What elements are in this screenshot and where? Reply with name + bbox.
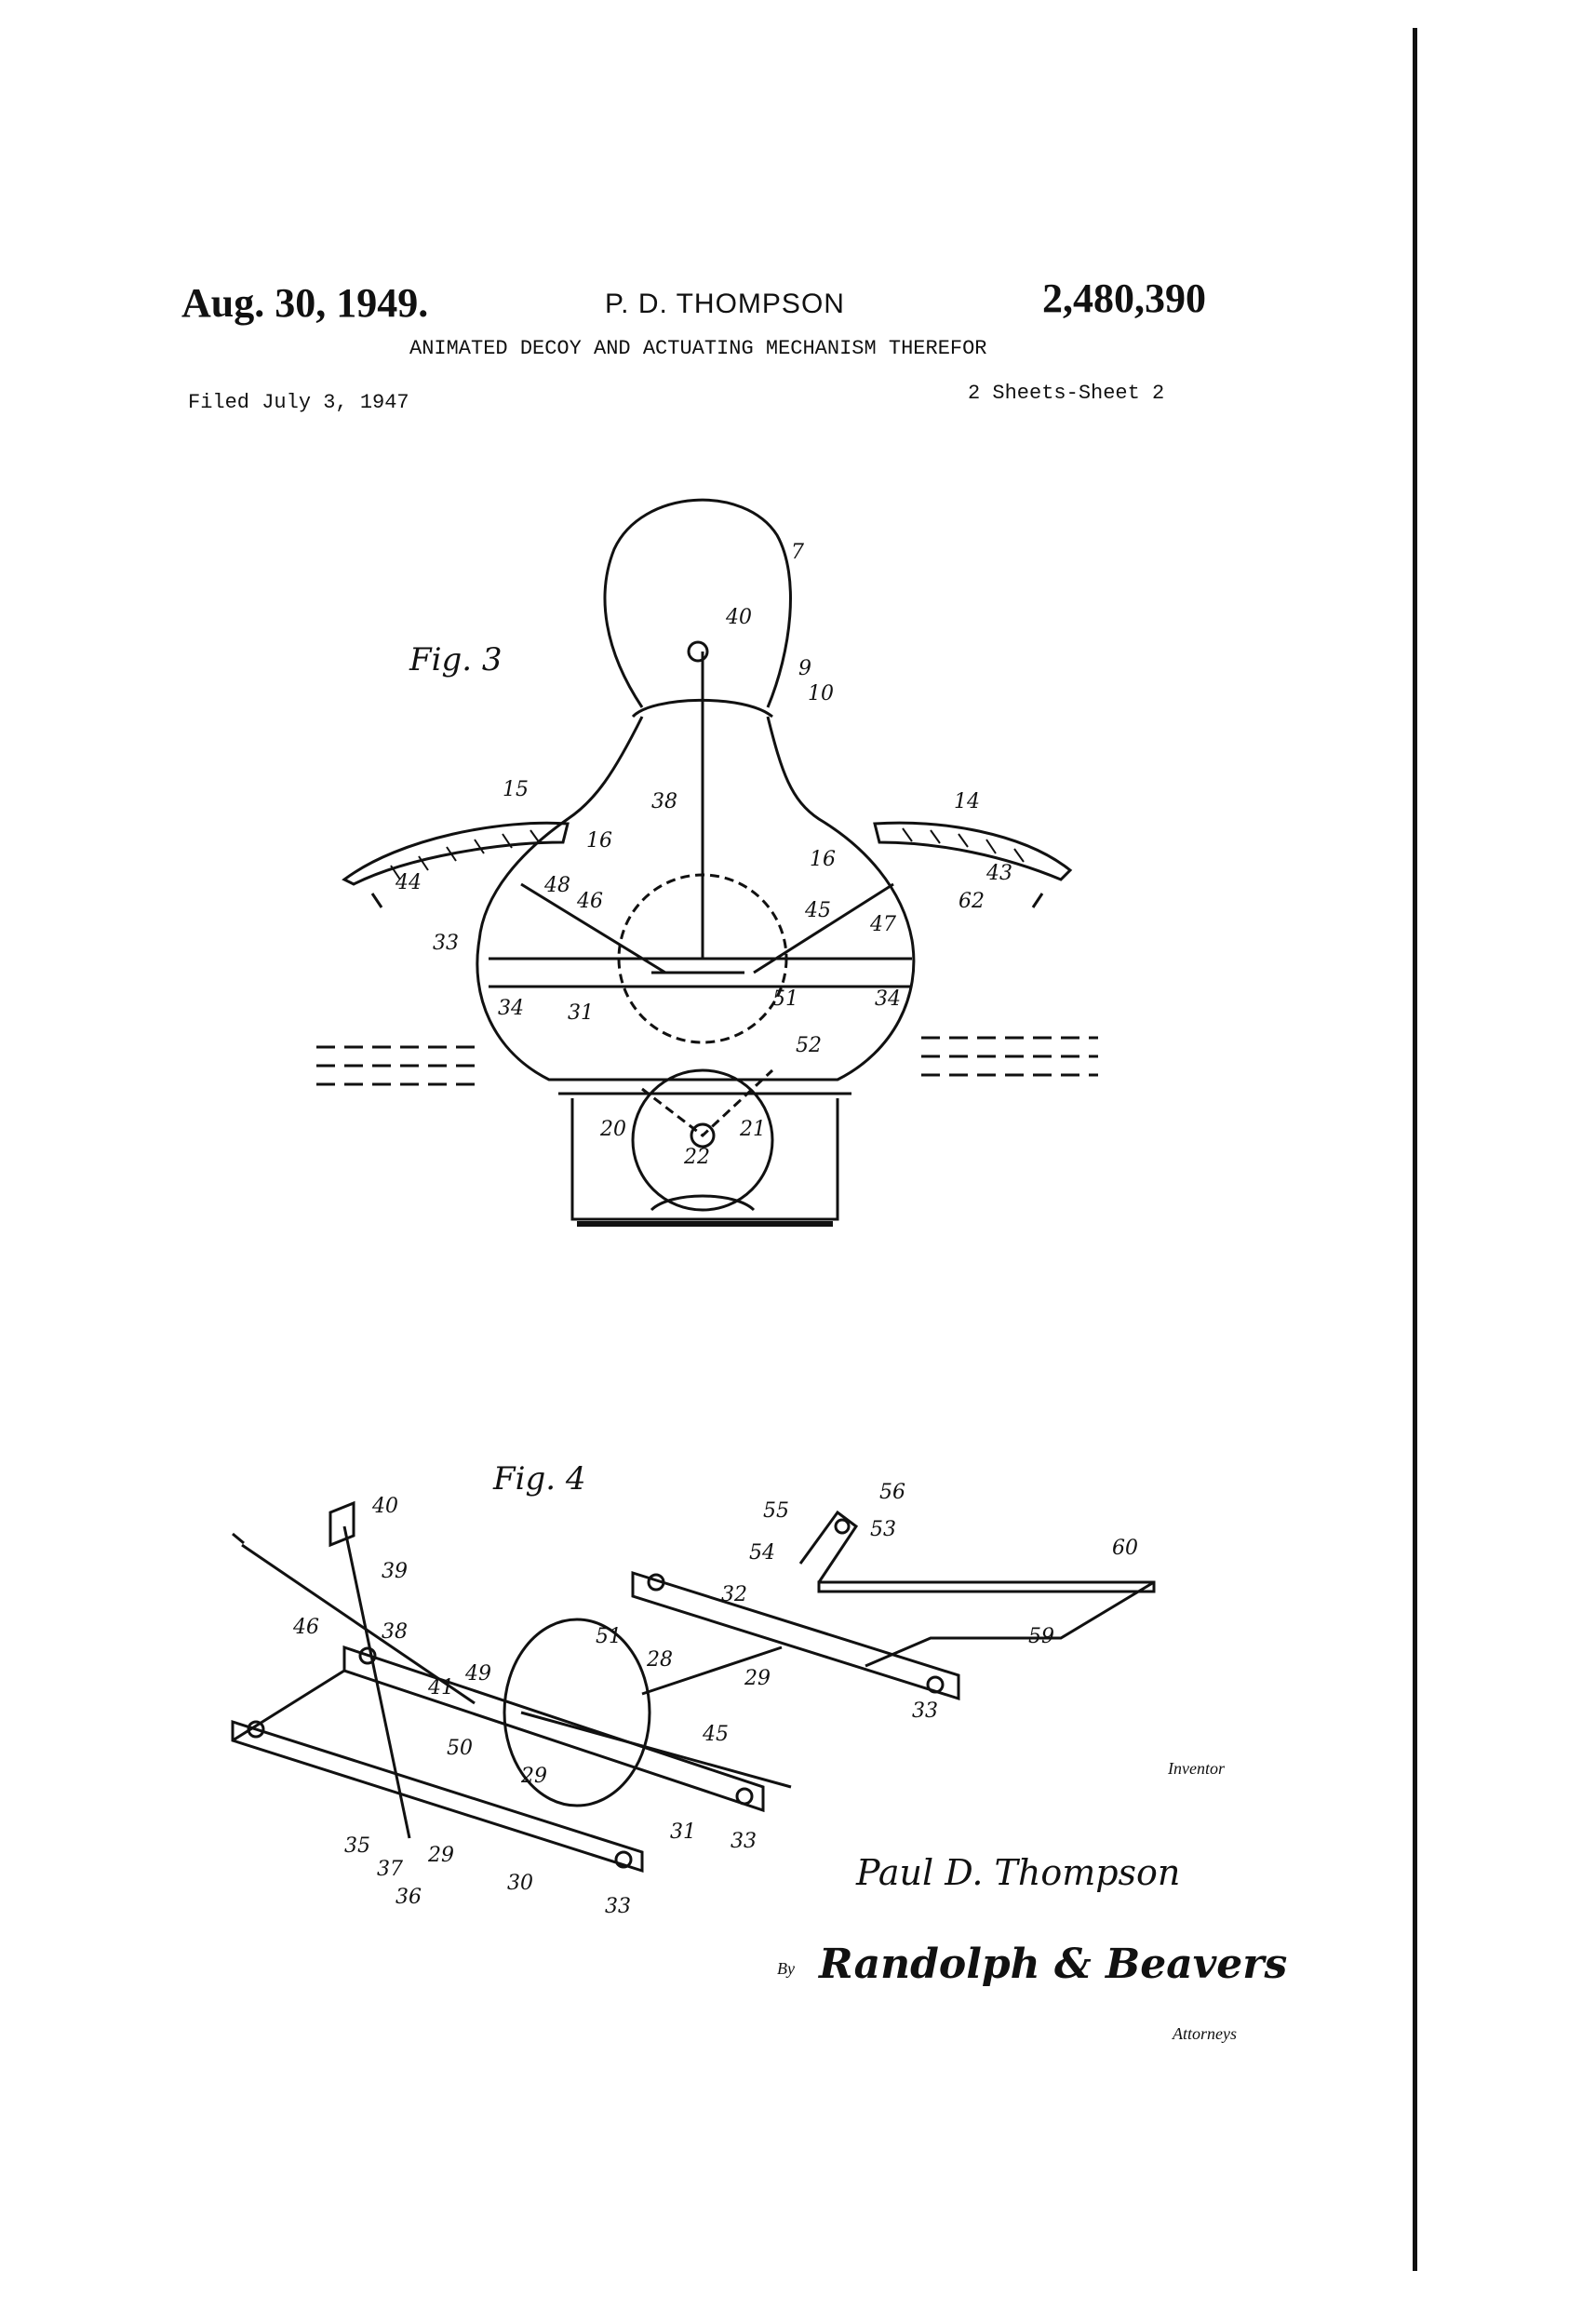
ref-label: 16 [586, 829, 612, 853]
ref-label: 31 [568, 1001, 594, 1025]
ref-label: 31 [670, 1820, 696, 1844]
ref-label: 55 [763, 1499, 789, 1523]
ref-label: 60 [1112, 1537, 1138, 1560]
ref-label: 38 [382, 1620, 408, 1644]
ref-label: 22 [683, 1146, 710, 1169]
ref-label: 33 [605, 1895, 631, 1917]
ref-label: 37 [377, 1858, 403, 1881]
ref-label: 21 [739, 1118, 766, 1141]
ref-label: 10 [808, 682, 834, 705]
ref-label: 20 [599, 1118, 626, 1141]
page-border-rule [1413, 28, 1417, 2271]
ref-label: 30 [507, 1872, 533, 1895]
ref-label: 33 [731, 1830, 757, 1853]
ref-label: 7 [791, 541, 804, 564]
ref-label: 44 [395, 871, 422, 894]
ref-label: 52 [796, 1034, 822, 1057]
ref-label: 56 [879, 1481, 905, 1504]
ref-label: 40 [725, 606, 752, 629]
ref-label: 14 [954, 790, 980, 813]
ref-label: 38 [651, 790, 677, 813]
ref-label: 33 [433, 932, 459, 955]
inventor-signature: Paul D. Thompson [856, 1852, 1181, 1893]
ref-label: 39 [382, 1560, 408, 1583]
figure-3-drawing: Fig. 3 7 40 9 10 15 14 38 16 16 44 48 46… [316, 498, 1098, 1227]
inventor-label: Inventor [1168, 1759, 1225, 1778]
ref-label: 51 [596, 1625, 622, 1648]
ref-label: 45 [702, 1723, 729, 1746]
sheet-count: 2 Sheets-Sheet 2 [968, 382, 1165, 405]
ref-label: 16 [810, 848, 836, 871]
ref-label: 53 [870, 1518, 896, 1541]
ref-label: 29 [744, 1667, 771, 1690]
ref-label: 46 [576, 890, 603, 913]
ref-label: 47 [869, 913, 896, 936]
ref-label: 36 [396, 1886, 422, 1909]
inventor-name-header: P. D. THOMPSON [605, 289, 845, 319]
ref-label: 9 [798, 657, 811, 680]
by-label: By [777, 1959, 795, 1978]
filed-date: Filed July 3, 1947 [188, 391, 409, 414]
patent-number: 2,480,390 [1042, 275, 1206, 321]
ref-label: 29 [427, 1844, 454, 1867]
attorneys-signature: Randolph & Beavers [819, 1941, 1288, 1988]
patent-title: ANIMATED DECOY AND ACTUATING MECHANISM T… [409, 337, 987, 360]
ref-label: 62 [959, 890, 985, 913]
ref-label: 32 [721, 1583, 747, 1606]
ref-label: 48 [543, 874, 570, 897]
fig3-label: Fig. 3 [409, 641, 502, 678]
ref-label: 29 [520, 1765, 547, 1788]
ref-label: 33 [912, 1699, 938, 1723]
ref-label: 34 [498, 997, 524, 1020]
ref-label: 15 [503, 778, 529, 801]
ref-label: 54 [749, 1541, 775, 1565]
ref-label: 51 [772, 987, 798, 1011]
ref-label: 28 [646, 1648, 673, 1672]
ref-label: 45 [804, 899, 831, 922]
ref-label: 43 [985, 862, 1012, 885]
fig4-label: Fig. 4 [492, 1460, 585, 1498]
ref-label: 46 [292, 1616, 319, 1639]
ref-label: 50 [447, 1737, 473, 1760]
attorneys-label: Attorneys [1173, 2024, 1237, 2043]
patent-date: Aug. 30, 1949. [181, 280, 429, 326]
ref-label: 41 [427, 1676, 454, 1699]
ref-label: 59 [1028, 1625, 1054, 1648]
ref-label: 40 [371, 1495, 398, 1518]
figure-4-drawing: Fig. 4 56 55 53 54 60 40 39 32 59 46 38 … [231, 1460, 1156, 1917]
ref-label: 49 [464, 1662, 491, 1686]
ref-label: 34 [875, 987, 901, 1011]
ref-label: 35 [344, 1834, 370, 1858]
